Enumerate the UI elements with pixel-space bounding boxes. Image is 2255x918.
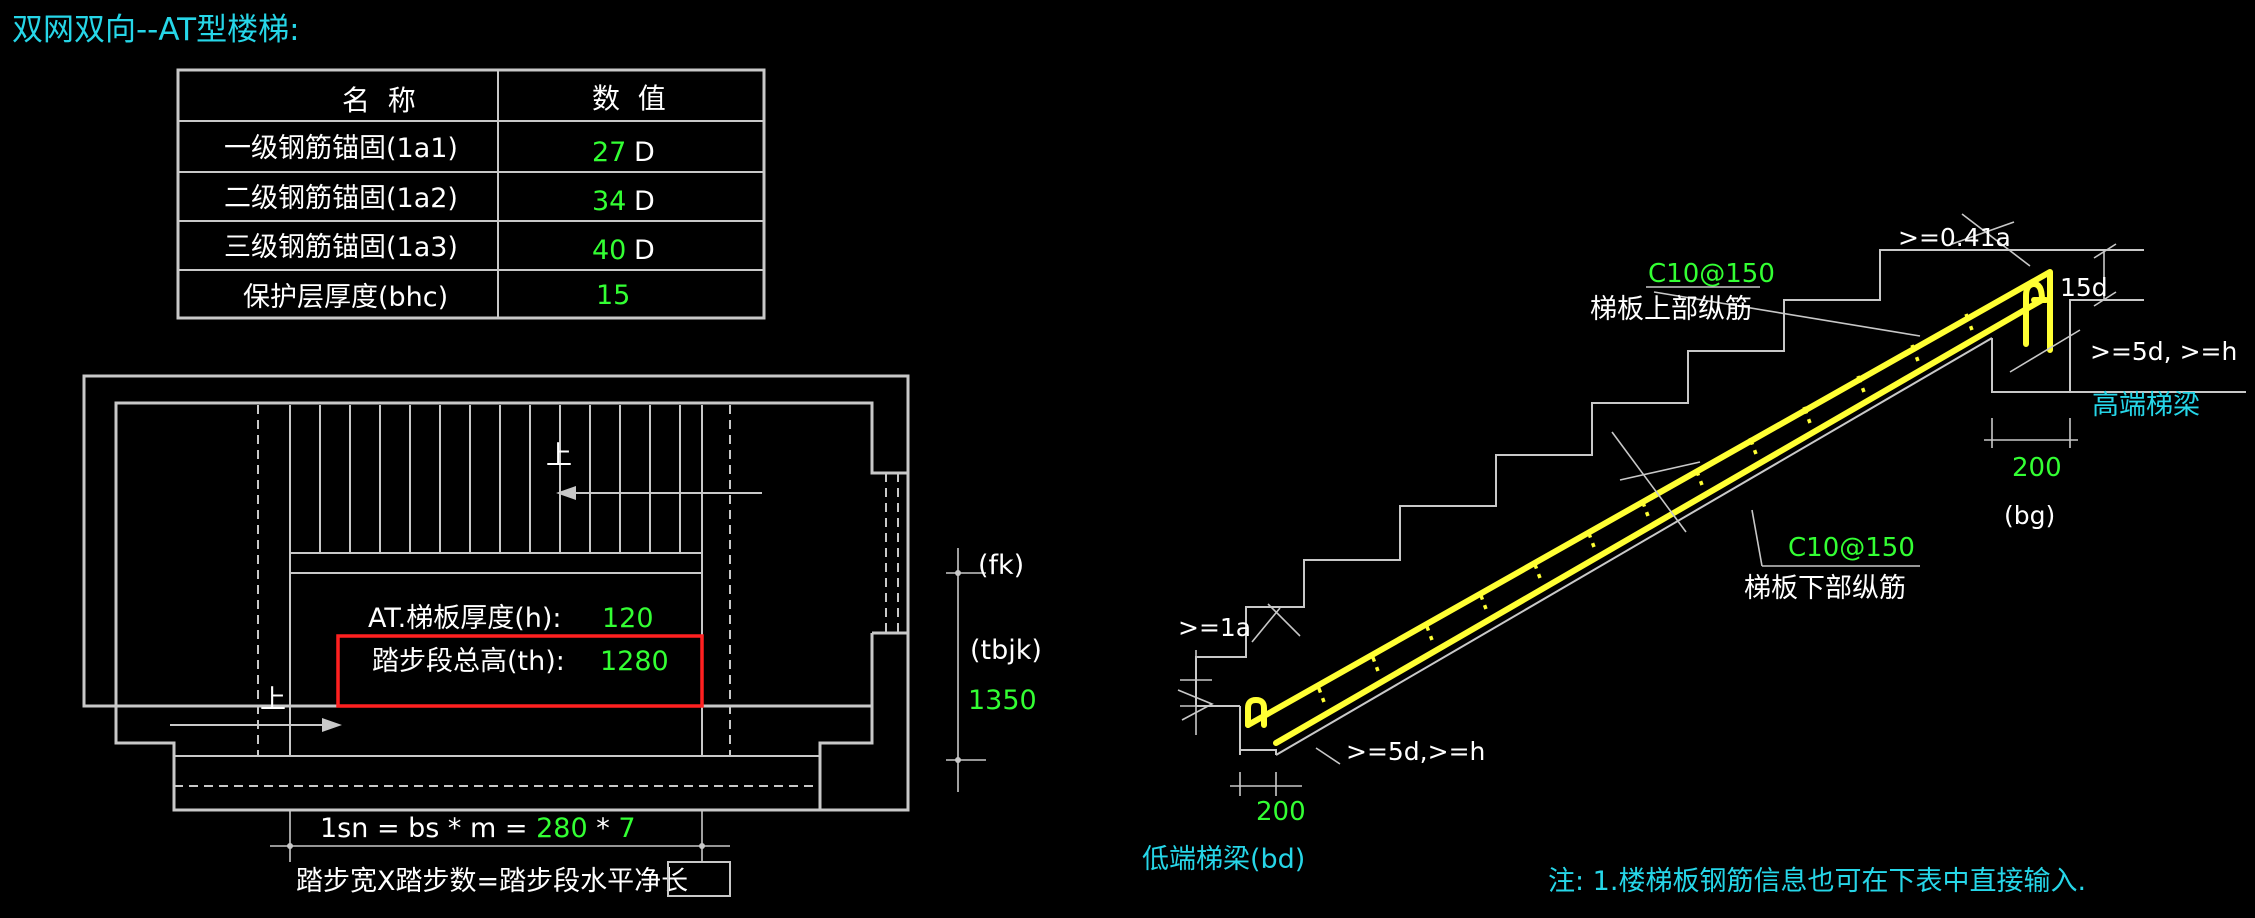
high-5d-label: >=5d, >=h	[2090, 337, 2237, 366]
stair-plan-view: 上 上 AT.梯板厚度(h): 120 踏步段总高(th): 1280 (fk)…	[82, 374, 1042, 897]
height-label: 踏步段总高(th):	[372, 646, 565, 677]
caption-box	[667, 861, 731, 897]
bottom-rebar-spec: C10@150	[1788, 533, 1915, 563]
table-row-name: 三级钢筋锚固(1a3)	[224, 232, 458, 263]
stair-section-view: C10@150 梯板上部纵筋 C10@150 梯板下部纵筋 >=0.41a 15…	[1142, 213, 2246, 875]
parameter-table: 名 称 数 值 一级钢筋锚固(1a1) 27 D 二级钢筋锚固(1a2) 34 …	[176, 68, 766, 320]
high-beam-code: (bg)	[2004, 501, 2055, 530]
highlight-box	[336, 634, 704, 708]
high-beam-width: 200	[2012, 453, 2062, 483]
table-header-name: 名 称	[342, 84, 416, 117]
bottom-rebar-label: 梯板下部纵筋	[1744, 573, 1906, 604]
table-row-unit: D	[634, 235, 655, 266]
low-beam-label: 低端梯梁(bd)	[1142, 844, 1305, 875]
table-header-value: 数 值	[592, 82, 666, 115]
thickness-label: AT.梯板厚度(h):	[368, 603, 562, 634]
fk-label: (fk)	[978, 550, 1024, 581]
anchor-top-label: >=0.41a	[1898, 223, 2011, 252]
low-5d-label: >=5d,>=h	[1346, 737, 1485, 766]
low-beam-width: 200	[1256, 797, 1306, 827]
hook-15d-label: 15d	[2060, 273, 2108, 302]
low-anchor-label: >=1a	[1178, 613, 1251, 642]
formula-text: 1sn = bs * m = 280 * 7	[320, 813, 636, 844]
note-text: 注: 1.楼梯板钢筋信息也可在下表中直接输入.	[1548, 866, 2086, 897]
height-value-input[interactable]: 1280	[600, 646, 669, 677]
top-rebar-spec: C10@150	[1648, 259, 1775, 289]
table-row-value-input[interactable]: 40	[592, 235, 626, 266]
formula-caption: 踏步宽X踏步数=踏步段水平净长	[296, 866, 688, 897]
table-row-unit: D	[634, 137, 655, 168]
table-row-name: 保护层厚度(bhc)	[243, 282, 448, 313]
table-row-name: 一级钢筋锚固(1a1)	[224, 133, 458, 164]
page-title: 双网双向--AT型楼梯:	[12, 12, 300, 48]
table-row-unit: D	[634, 186, 655, 217]
table-row-value-input[interactable]: 15	[596, 280, 630, 311]
thickness-value-input[interactable]: 120	[602, 603, 654, 634]
table-row-value-input[interactable]: 34	[592, 186, 626, 217]
top-rebar-label: 梯板上部纵筋	[1590, 294, 1752, 325]
tbjk-label: (tbjk)	[970, 635, 1042, 666]
table-row-name: 二级钢筋锚固(1a2)	[224, 183, 458, 214]
formula-prefix: 1sn = bs * m =	[320, 813, 536, 844]
up-label-bottom: 上	[260, 685, 286, 715]
high-beam-label: 高端梯梁	[2092, 390, 2200, 421]
formula-operator: *	[588, 813, 619, 844]
formula-m-input[interactable]: 7	[618, 813, 635, 844]
tbjk-value-input[interactable]: 1350	[968, 685, 1037, 716]
formula-bs-input[interactable]: 280	[536, 813, 588, 844]
up-label-top: 上	[546, 441, 572, 471]
table-row-value-input[interactable]: 27	[592, 137, 626, 168]
